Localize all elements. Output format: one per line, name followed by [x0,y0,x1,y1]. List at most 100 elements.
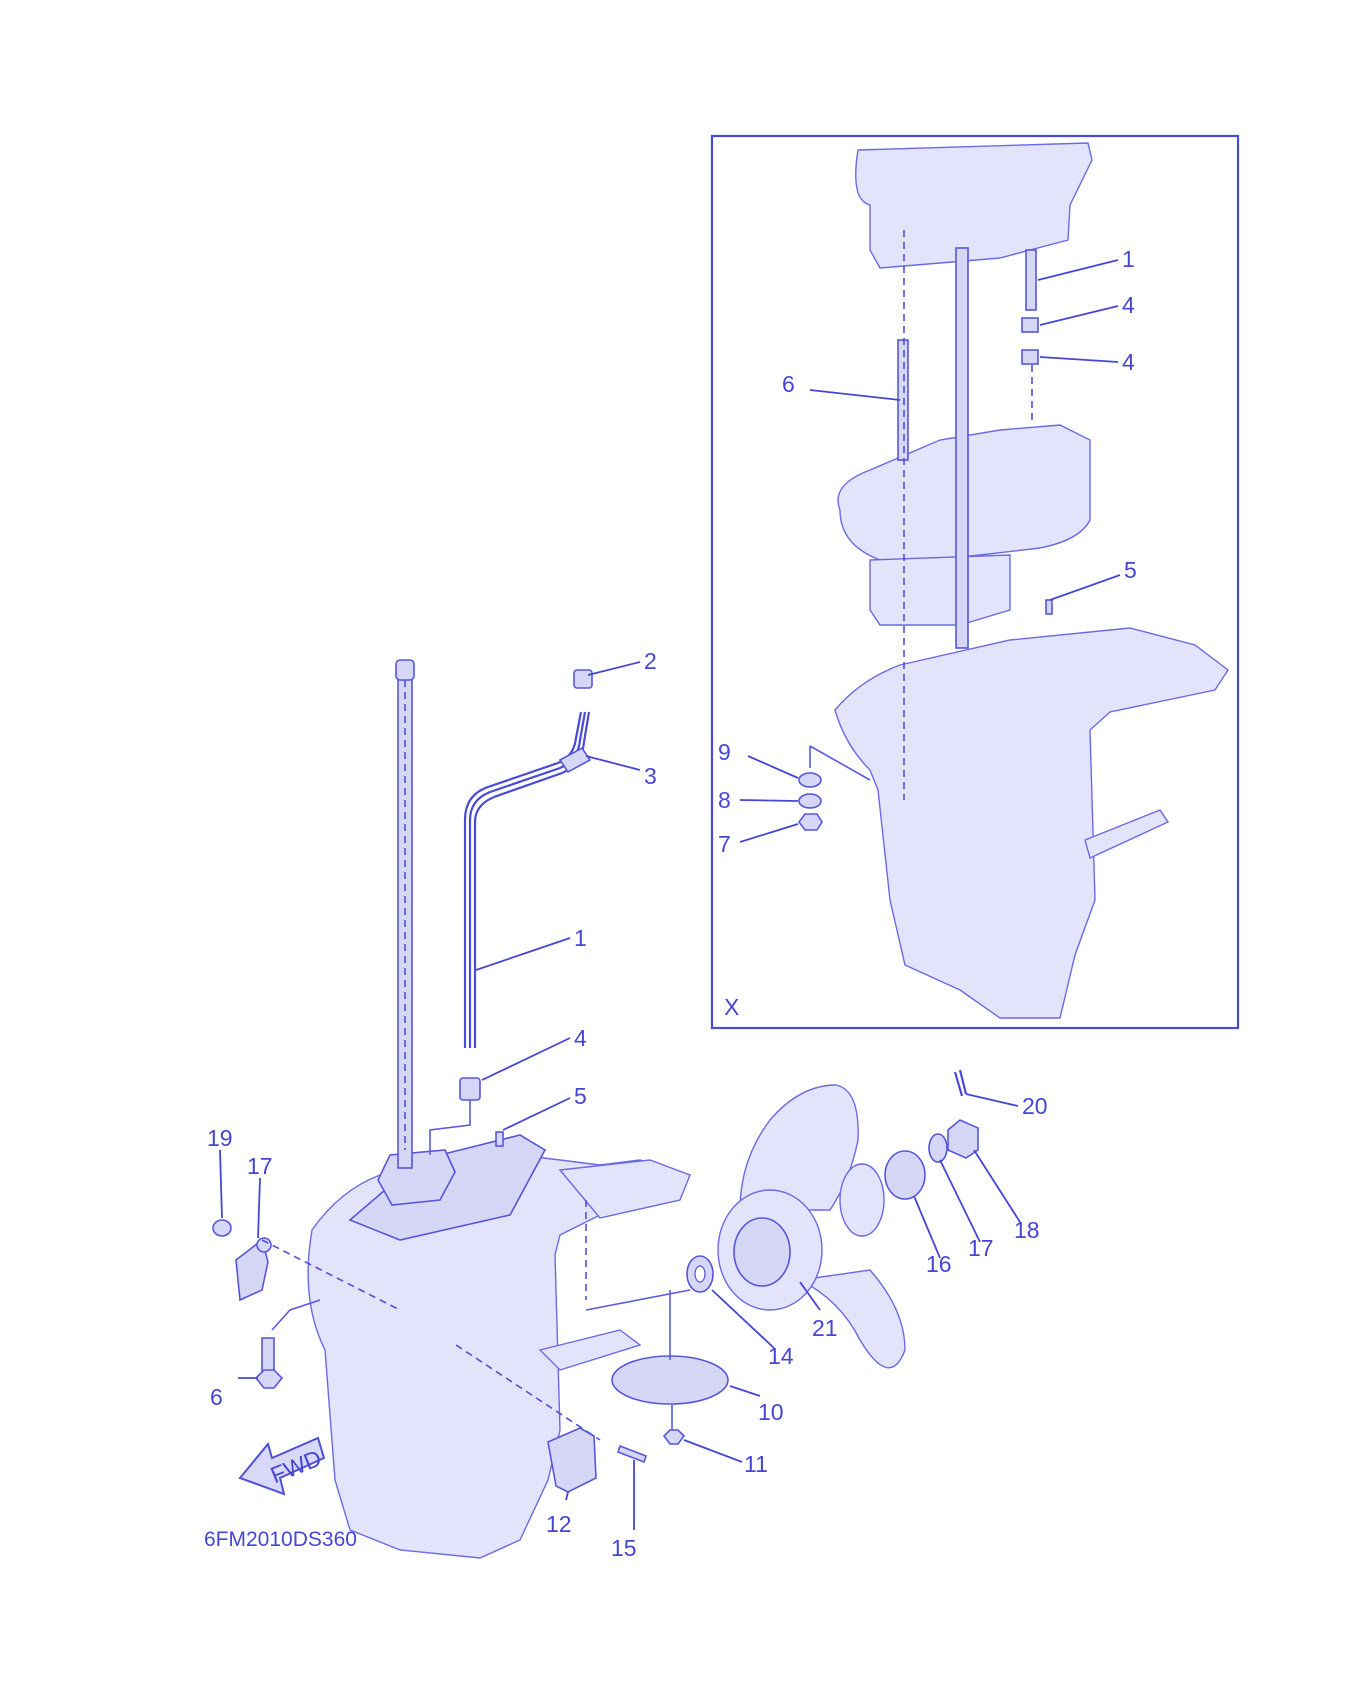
callout-13: 17 [247,1153,273,1179]
callout-12: 12 [546,1511,572,1537]
grommet-4 [459,1077,481,1101]
leader-20 [965,1093,1019,1107]
guide-grommet-4 [429,1100,471,1155]
leader-17 [913,1195,941,1259]
inset-skeg-shaft [1084,809,1170,859]
lower-unit-housing [307,1149,691,1559]
tube-bracket-3 [558,746,592,774]
inset-callout-5: 5 [1124,557,1137,583]
inset-leader-4a [1039,305,1119,326]
propeller-blade-lower [797,1269,906,1369]
guide-anode-link [585,1289,691,1311]
callout-4: 4 [574,1025,587,1051]
cover-plate-13-grommet [256,1237,272,1253]
thrust-washer-16-hole [694,1265,706,1283]
leader-5 [502,1097,571,1131]
inset-water-tube-stub [1025,249,1037,311]
fwd-arrow [238,1436,326,1496]
inset-leader-4b [1039,356,1119,363]
leader-16 [711,1289,775,1349]
callout-21: 21 [812,1315,838,1341]
water-tube [468,711,587,1048]
grommet-2 [573,669,593,689]
spacer-17 [884,1150,926,1200]
gear-case-torpedo [538,1329,642,1371]
inset-upper-case [855,142,1093,269]
inset-leader-6 [809,389,901,401]
inset-nut-7 [798,813,823,831]
inset-callout-1: 1 [1122,246,1135,272]
inset-frame [710,134,1240,1030]
inset-nut-guide [809,745,871,781]
callout-5: 5 [574,1083,587,1109]
inset-leader-5 [1049,574,1121,601]
leader-18 [939,1159,981,1243]
callout-19: 18 [1014,1217,1040,1243]
propeller-blade-upper [739,1084,859,1211]
callout-6: 6 [210,1384,223,1410]
leader-2 [587,661,641,676]
leader-21 [799,1281,821,1311]
inset-callout-6: 6 [782,371,795,397]
inset-label-x: X [724,994,739,1020]
diagram-code: 6FM2010DS360 [204,1528,357,1551]
cover-plate-12 [547,1427,597,1493]
prop-nut-19 [947,1119,979,1159]
bolt-6-head [254,1369,284,1389]
callout-20: 20 [1022,1093,1048,1119]
leader-12 [565,1491,569,1501]
propeller-hub-rear [839,1163,885,1237]
inset-callout-8: 8 [718,787,731,813]
inset-leader-7 [739,823,799,843]
inset-callout-4a: 4 [1122,292,1135,318]
inset-grommet-upper [1021,317,1039,333]
inset-leader-8 [739,799,799,802]
leader-13 [257,1177,261,1239]
callout-10: 10 [758,1399,784,1425]
leader-19 [973,1149,1021,1223]
callout-18: 17 [968,1235,994,1261]
water-tube-outline [463,711,583,1048]
anti-ventilation-plate [558,1159,691,1219]
callout-16: 14 [768,1343,794,1369]
leader-1 [475,937,571,971]
bolt-11 [662,1429,686,1445]
leader-15 [219,1149,223,1219]
callout-17: 16 [926,1251,952,1277]
guide-plate-13 [261,1239,401,1311]
cotter-pin-20 [953,1069,968,1097]
inset-lower-case [834,627,1229,1019]
inset-callout-9: 9 [718,739,731,765]
inset-dowel-pin [1045,599,1053,615]
inset-drive-shaft [955,247,969,649]
inset-spacer-lower [869,554,1011,626]
drive-shaft-spline-end [395,659,415,681]
screw-14 [616,1444,648,1464]
inset-callout-7: 7 [718,831,731,857]
inset-grommet-lower [1021,349,1039,365]
propeller-bore [733,1217,791,1287]
inset-callout-4b: 4 [1122,349,1135,375]
callout-2: 2 [644,648,657,674]
callout-3: 3 [644,763,657,789]
inset-leader-9 [747,755,799,779]
inset-leader-1 [1037,259,1119,281]
leader-10 [729,1385,761,1397]
callout-11: 11 [744,1451,768,1477]
callout-1: 1 [574,925,587,951]
leader-3 [585,755,641,771]
guide-plate-12 [455,1344,601,1441]
callout-14: 15 [611,1535,637,1561]
leader-11 [683,1439,743,1463]
inset-washer-9 [798,772,822,788]
washer-18 [928,1133,948,1163]
nut-15 [212,1219,232,1237]
inset-washer-8 [798,793,822,809]
dowel-pin-5 [495,1131,504,1147]
callout-15: 19 [207,1125,233,1151]
leader-4 [481,1037,571,1081]
guide-bolt-6 [271,1299,321,1331]
trim-tab-anode-10 [611,1355,729,1405]
